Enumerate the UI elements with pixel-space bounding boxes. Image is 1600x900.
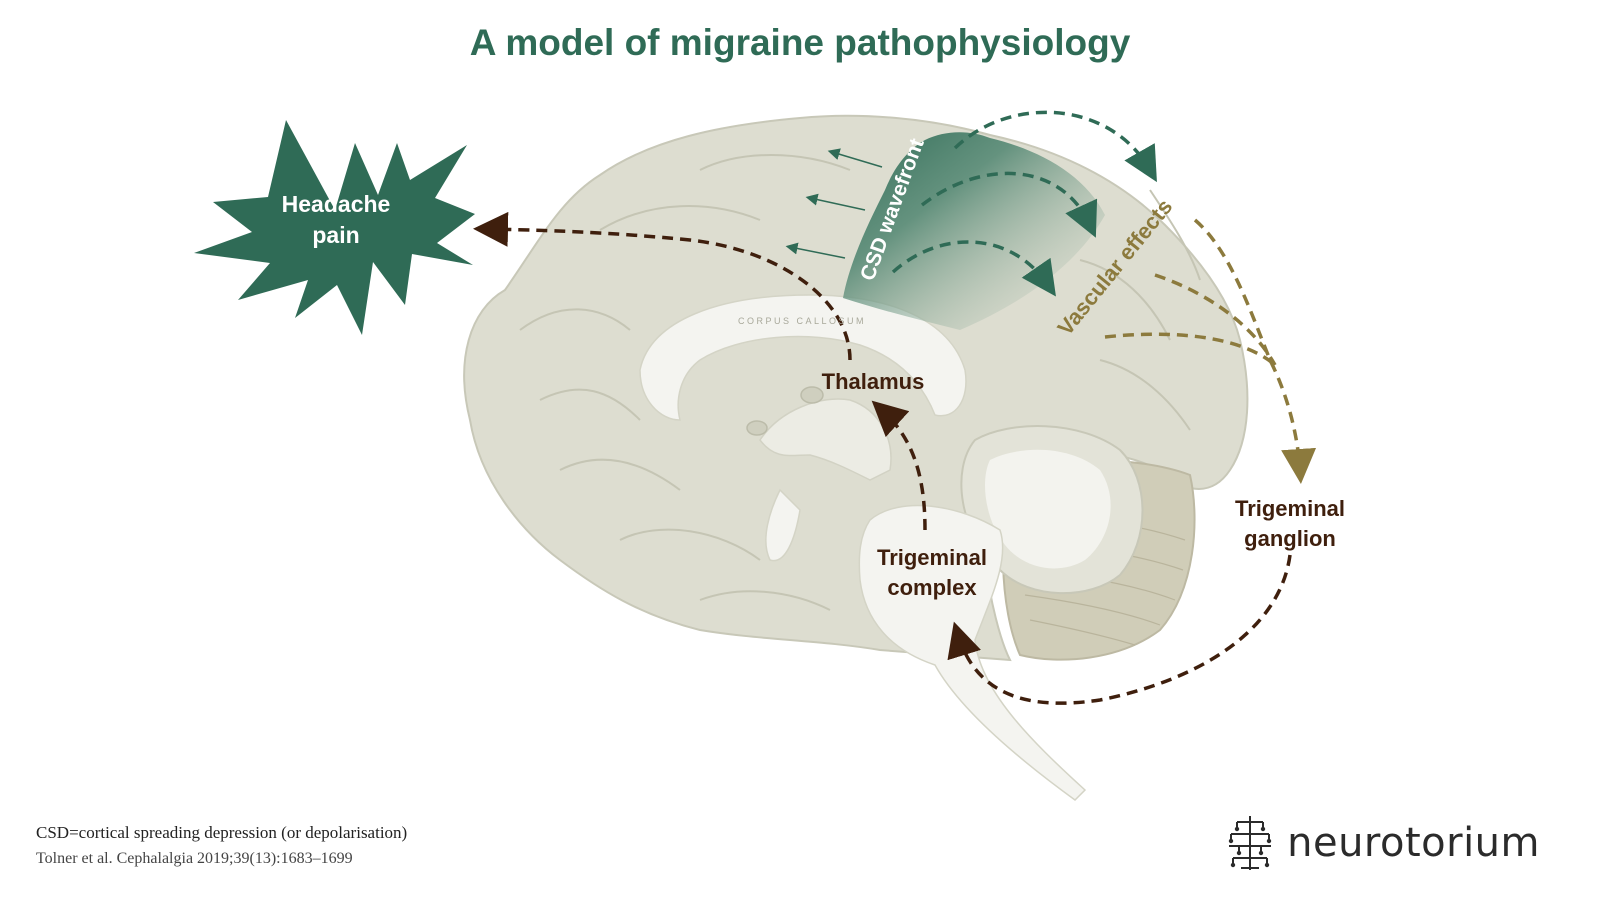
thalamus-label: Thalamus (822, 369, 925, 394)
csd-dashed-arrows (891, 110, 1157, 297)
corpus-callosum-label: CORPUS CALLOSUM (738, 316, 866, 326)
trigeminal-ganglion-label-line1: Trigeminal (1235, 496, 1345, 521)
pain-pathway-arrows (473, 211, 1292, 705)
trigeminal-ganglion-label-line2: ganglion (1244, 526, 1336, 551)
trigeminal-complex-label-line1: Trigeminal (877, 545, 987, 570)
brain-gyri (519, 154, 1201, 611)
headache-label-line2: pain (312, 222, 359, 248)
footnote-abbreviation: CSD=cortical spreading depression (or de… (36, 823, 408, 842)
pineal-region (800, 386, 824, 404)
anterior-commissure (746, 420, 768, 436)
trigeminal-complex-label-line2: complex (887, 575, 977, 600)
headache-label-line1: Headache (282, 191, 391, 217)
temporal-white-matter (985, 449, 1111, 569)
fornix (765, 488, 801, 562)
headache-starburst (194, 120, 475, 335)
neurotorium-logo: neurotorium (1223, 812, 1540, 874)
vascular-dashed-arrows (1104, 218, 1317, 484)
csd-propagation-arrows (785, 148, 883, 259)
logo-text: neurotorium (1287, 820, 1540, 866)
footnote-reference: Tolner et al. Cephalalgia 2019;39(13):16… (36, 850, 353, 867)
page-title: A model of migraine pathophysiology (469, 22, 1131, 63)
corpus-callosum (639, 294, 967, 421)
brain-circuit-icon (1228, 816, 1272, 870)
